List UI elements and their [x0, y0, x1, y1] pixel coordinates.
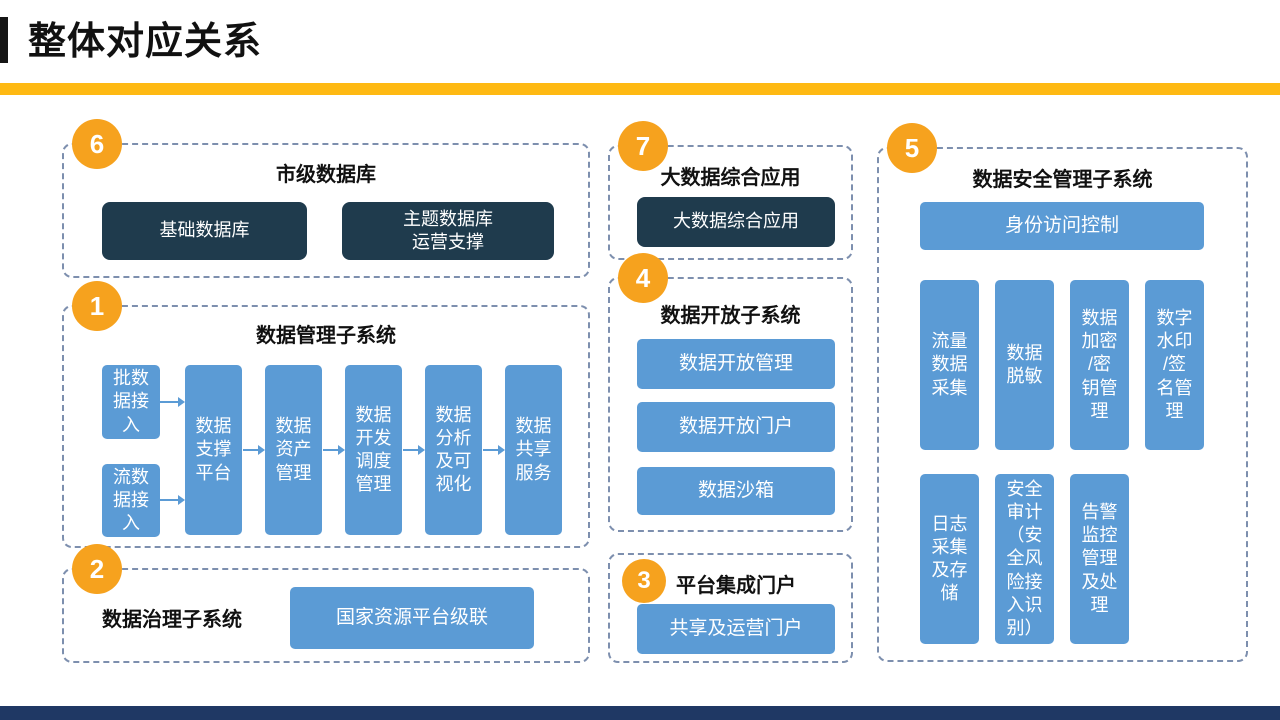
group-platform-portal: 3 平台集成门户 共享及运营门户	[608, 553, 853, 663]
group-data-management: 1 数据管理子系统 批数 据接 入 流数 据接 入 数据 支撑 平台 数据 资产…	[62, 281, 590, 548]
group-data-governance: 2 数据治理子系统 国家资源平台级联	[62, 544, 590, 663]
group-title: 平台集成门户	[676, 575, 796, 597]
arrow-icon	[483, 445, 505, 455]
group-title: 数据安全管理子系统	[972, 169, 1153, 191]
group-number-badge: 6	[72, 119, 122, 169]
box-basic-database: 基础数据库	[102, 202, 307, 260]
group-title: 数据开放子系统	[660, 305, 801, 327]
arrow-icon	[160, 495, 185, 505]
box-identity-access-control: 身份访问控制	[920, 202, 1204, 250]
box-sharing-operation-portal: 共享及运营门户	[637, 604, 835, 654]
box-digital-watermark-signature: 数字 水印 /签 名管 理	[1145, 280, 1204, 450]
box-traffic-data-collection: 流量 数据 采集	[920, 280, 979, 450]
box-log-collection-storage: 日志 采集 及存 储	[920, 474, 979, 644]
box-stream-data-ingest: 流数 据接 入	[102, 464, 160, 537]
group-data-security: 5 数据安全管理子系统 身份访问控制 流量 数据 采集 数据 脱敏 数据 加密 …	[877, 123, 1248, 662]
page-title: 整体对应关系	[28, 21, 263, 63]
group-bigdata-application: 7 大数据综合应用 大数据综合应用	[608, 121, 853, 260]
footer-bar	[0, 706, 1280, 720]
group-title: 数据治理子系统	[102, 609, 242, 631]
box-batch-data-ingest: 批数 据接 入	[102, 365, 160, 439]
box-data-support-platform: 数据 支撑 平台	[185, 365, 242, 535]
box-data-analysis-visualization: 数据 分析 及可 视化	[425, 365, 482, 535]
group-number-badge: 4	[618, 253, 668, 303]
arrow-icon	[243, 445, 265, 455]
box-data-open-portal: 数据开放门户	[637, 402, 835, 452]
arrow-icon	[323, 445, 345, 455]
group-number-badge: 5	[887, 123, 937, 173]
box-alarm-monitoring: 告警 监控 管理 及处 理	[1070, 474, 1129, 644]
group-number-badge: 3	[622, 559, 666, 603]
box-security-audit: 安全 审计 （安 全风 险接 入识 别）	[995, 474, 1054, 644]
group-number-badge: 7	[618, 121, 668, 171]
title-underline-bar	[0, 83, 1280, 95]
group-title: 市级数据库	[276, 164, 376, 186]
group-title: 数据管理子系统	[256, 325, 396, 347]
box-theme-database: 主题数据库 运营支撑	[342, 202, 554, 260]
group-title: 大数据综合应用	[660, 167, 801, 189]
box-data-masking: 数据 脱敏	[995, 280, 1054, 450]
box-data-encryption-key-management: 数据 加密 /密 钥管 理	[1070, 280, 1129, 450]
box-data-sandbox: 数据沙箱	[637, 467, 835, 515]
box-bigdata-application: 大数据综合应用	[637, 197, 835, 247]
arrow-icon	[403, 445, 425, 455]
group-city-database: 6 市级数据库 基础数据库 主题数据库 运营支撑	[62, 119, 590, 278]
box-data-dev-scheduling: 数据 开发 调度 管理	[345, 365, 402, 535]
title-accent-block	[0, 17, 8, 63]
group-number-badge: 2	[72, 544, 122, 594]
box-national-platform-cascade: 国家资源平台级联	[290, 587, 534, 649]
box-data-asset-management: 数据 资产 管理	[265, 365, 322, 535]
group-number-badge: 1	[72, 281, 122, 331]
box-data-sharing-service: 数据 共享 服务	[505, 365, 562, 535]
arrow-icon	[160, 397, 185, 407]
group-data-openness: 4 数据开放子系统 数据开放管理 数据开放门户 数据沙箱	[608, 253, 853, 532]
box-data-open-management: 数据开放管理	[637, 339, 835, 389]
